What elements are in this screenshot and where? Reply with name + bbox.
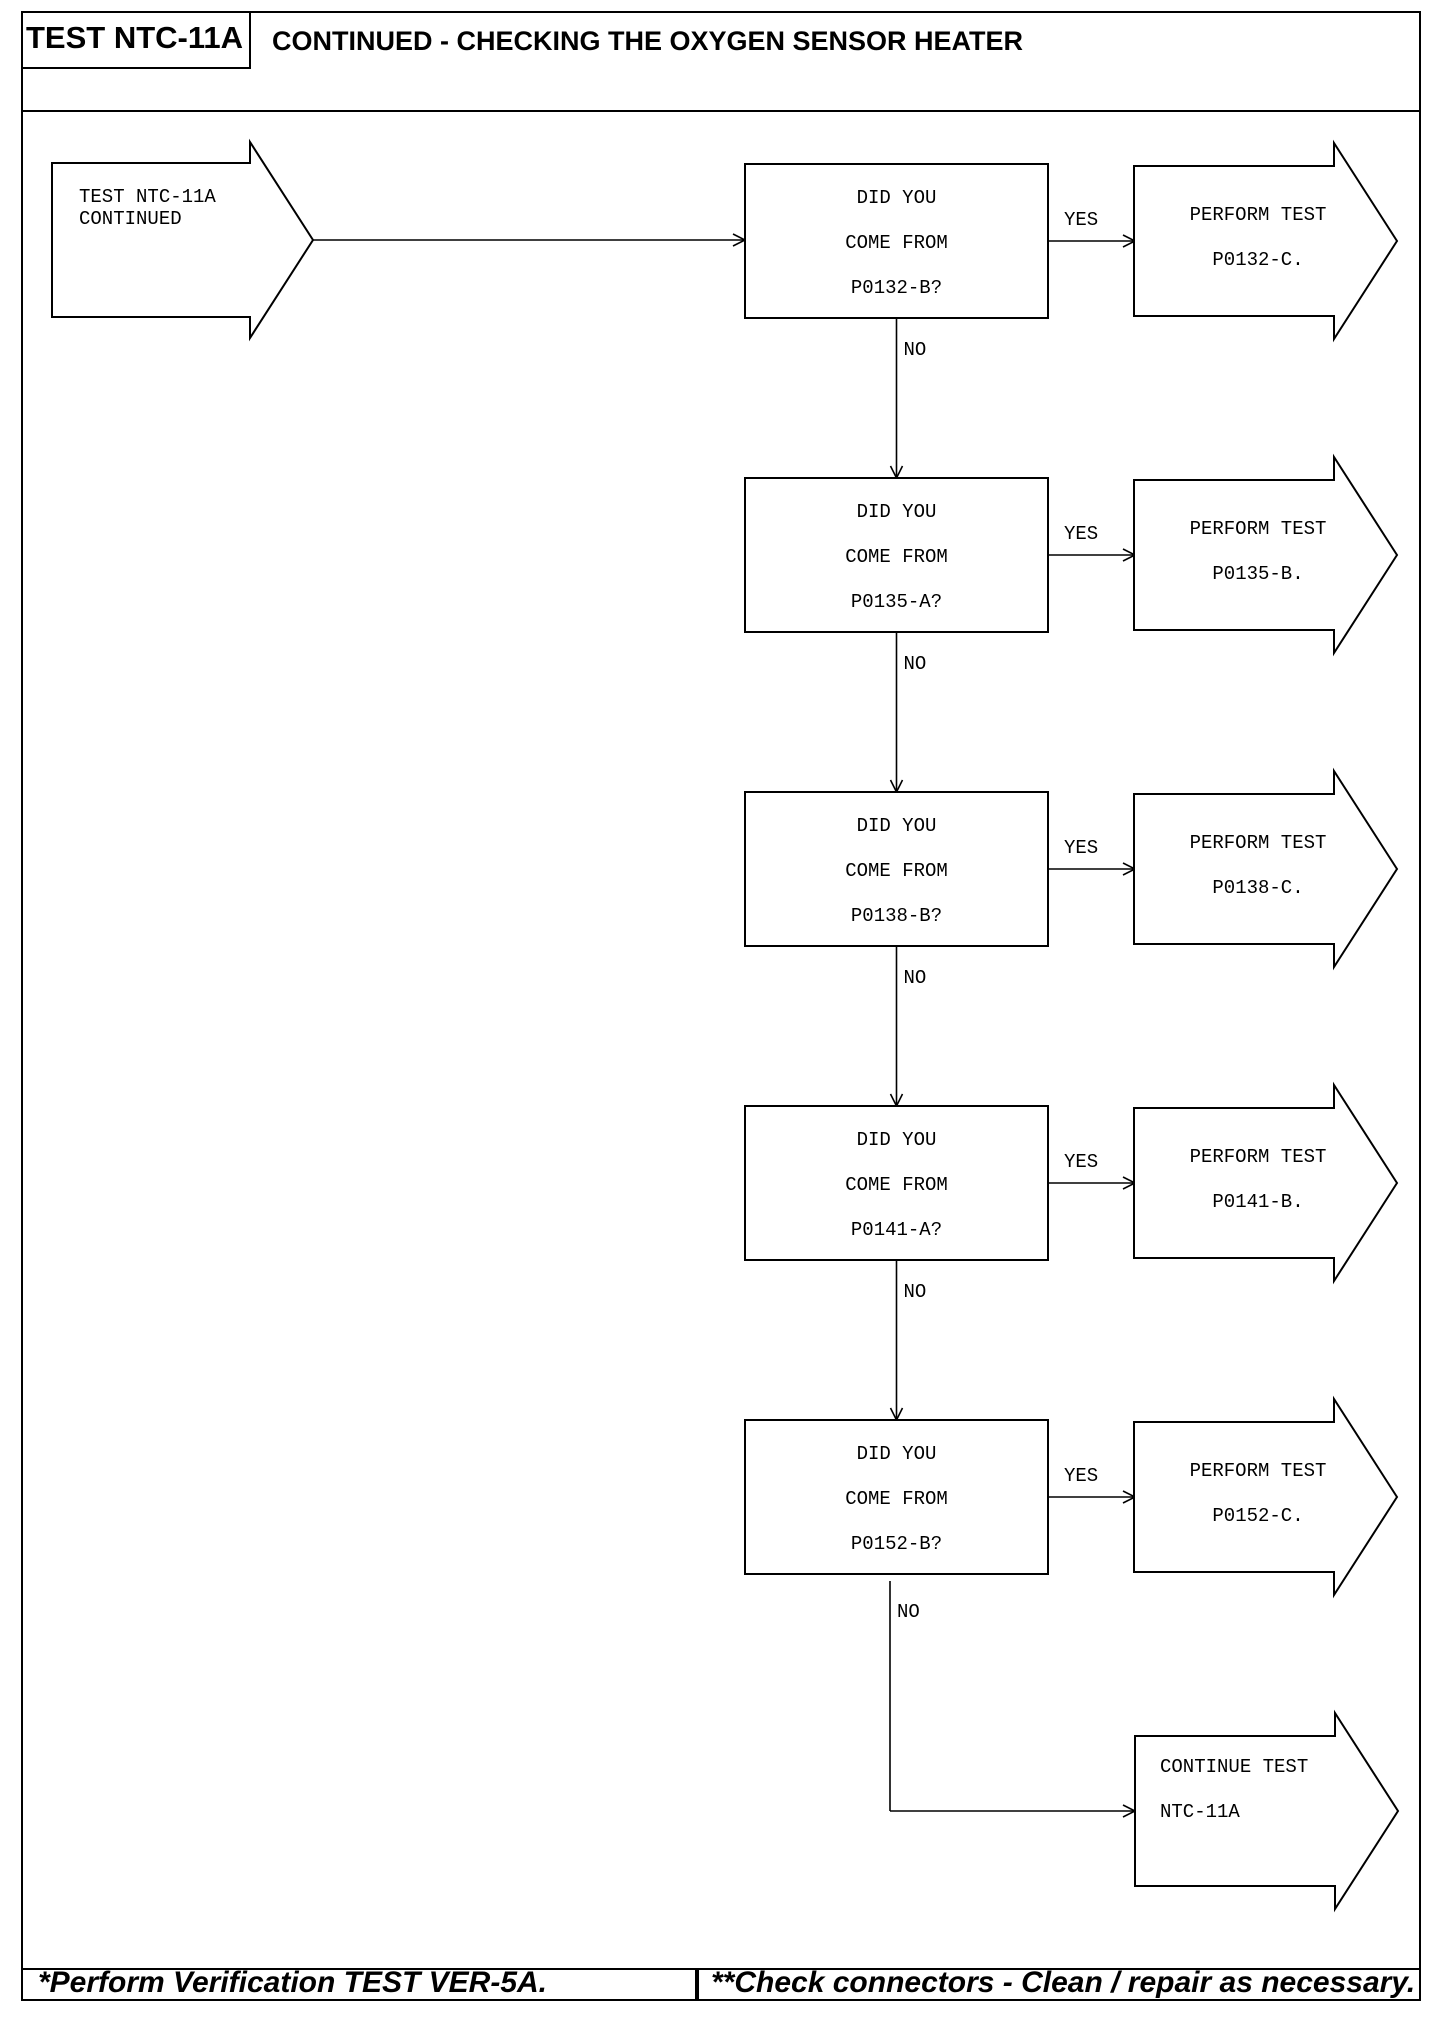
decision-3-line-1: DID YOU [857,815,937,837]
yes-label-5: YES [1064,1465,1098,1487]
yes-label-4: YES [1064,1151,1098,1173]
decision-4-line-2: COME FROM [845,1174,948,1196]
decision-box-1 [744,163,1049,319]
yes-label-3: YES [1064,837,1098,859]
continue-test-arrow-shape [1134,1709,1400,1913]
yes-label-2: YES [1064,523,1098,545]
decision-5-line-3: P0152-B? [851,1533,942,1555]
footer-note-left: *Perform Verification TEST VER-5A. [38,1966,548,1999]
decision-box-5 [744,1419,1049,1575]
final-no-label: NO [897,1601,920,1623]
entry-label-line-1: TEST NTC-11A [79,186,216,208]
decision-2-line-2: COME FROM [845,546,948,568]
footer-bar [21,1968,1421,2001]
perform-test-arrow-1 [1133,139,1399,343]
page-title: CONTINUED - CHECKING THE OXYGEN SENSOR H… [272,26,1024,56]
test-id-label: TEST NTC-11A [26,20,244,55]
continue-test-line-1: CONTINUE TEST [1160,1756,1308,1778]
decision-2-line-3: P0135-A? [851,591,942,613]
entry-arrow-shape [51,138,315,342]
perform-test-4-line-1: PERFORM TEST [1190,1146,1327,1168]
entry-label-line-2: CONTINUED [79,208,182,230]
decision-1-line-3: P0132-B? [851,277,942,299]
no-label-1: NO [904,339,927,361]
perform-test-3-line-2: P0138-C. [1212,877,1303,899]
perform-test-2-line-1: PERFORM TEST [1190,518,1327,540]
test-id-box [21,11,251,69]
continue-test-line-2: NTC-11A [1160,1801,1240,1823]
perform-test-arrow-5 [1133,1395,1399,1599]
decision-2-line-1: DID YOU [857,501,937,523]
decision-1-line-2: COME FROM [845,232,948,254]
perform-test-arrow-2 [1133,453,1399,657]
perform-test-2-line-2: P0135-B. [1212,563,1303,585]
perform-test-arrow-3 [1133,767,1399,971]
decision-box-4 [744,1105,1049,1261]
no-label-3: NO [904,967,927,989]
perform-test-1-line-1: PERFORM TEST [1190,204,1327,226]
decision-5-line-2: COME FROM [845,1488,948,1510]
perform-test-3-line-1: PERFORM TEST [1190,832,1327,854]
decision-box-3 [744,791,1049,947]
footer-note-right: **Check connectors - Clean / repair as n… [711,1966,1416,1999]
decision-5-line-1: DID YOU [857,1443,937,1465]
decision-box-2 [744,477,1049,633]
decision-1-line-1: DID YOU [857,187,937,209]
perform-test-5-line-1: PERFORM TEST [1190,1460,1327,1482]
yes-label-1: YES [1064,209,1098,231]
perform-test-4-line-2: P0141-B. [1212,1191,1303,1213]
no-label-4: NO [904,1281,927,1303]
perform-test-arrow-4 [1133,1081,1399,1285]
perform-test-1-line-2: P0132-C. [1212,249,1303,271]
decision-3-line-2: COME FROM [845,860,948,882]
decision-4-line-1: DID YOU [857,1129,937,1151]
decision-4-line-3: P0141-A? [851,1219,942,1241]
decision-3-line-3: P0138-B? [851,905,942,927]
no-label-2: NO [904,653,927,675]
footer-divider [695,1968,699,2001]
perform-test-5-line-2: P0152-C. [1212,1505,1303,1527]
